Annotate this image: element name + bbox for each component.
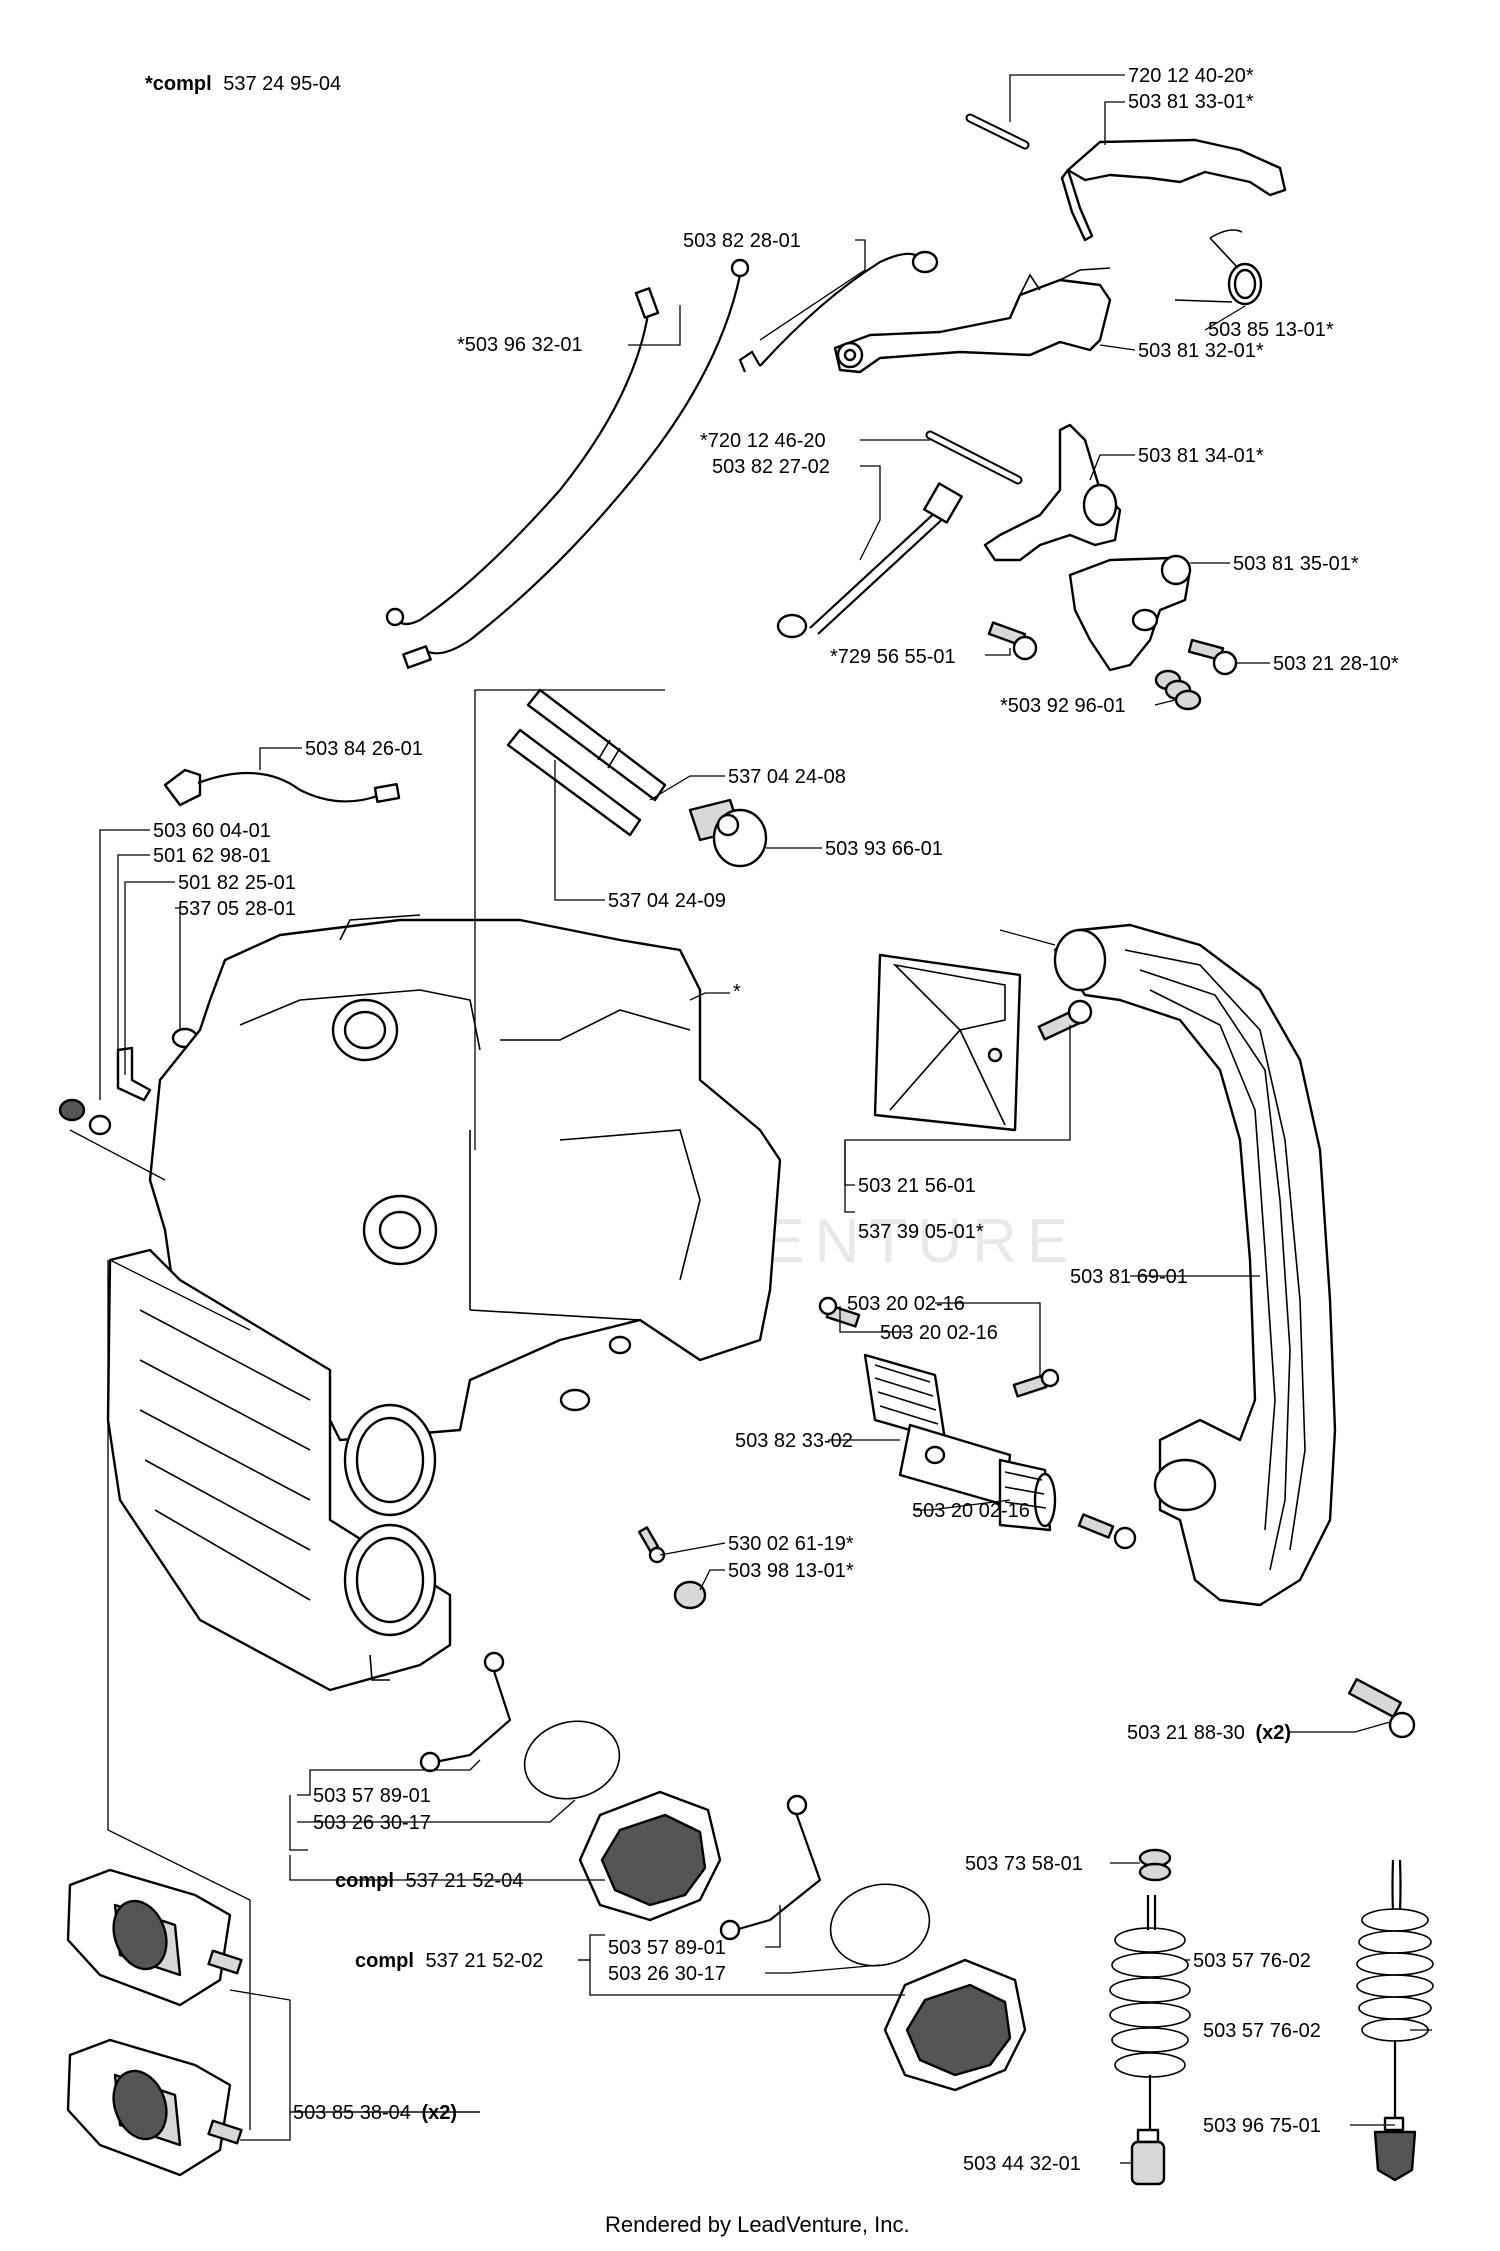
part-label: 503 57 89-01 [608,1937,726,1959]
part-label: 503 44 32-01 [963,2153,1081,2175]
leader-lines [99,74,1432,2164]
part-label: 501 82 25-01 [178,872,296,894]
tank-cap-assembly [419,1651,722,1922]
part-label: *720 12 46-20 [700,430,826,452]
part-label: 503 82 28-01 [683,230,801,252]
button-spring-part [1154,669,1202,711]
assembly-header: *compl 537 24 95-04 [145,73,341,95]
part-label: *503 92 96-01 [1000,695,1126,717]
short-wire-part [163,768,401,807]
part-label: 503 21 56-01 [858,1175,976,1197]
part-label: 503 81 34-01* [1138,445,1264,467]
part-label: 503 57 76-02 [1193,1950,1311,1972]
throttle-lockout-part [1060,138,1287,242]
cap-part [673,1580,707,1610]
part-label: 503 85 38-04 (x2) [293,2102,457,2124]
part-label: *729 56 55-01 [830,646,956,668]
part-label: 537 39 05-01* [858,1221,984,1243]
tank-cap-assembly [719,1794,1027,2092]
part-label: 503 57 76-02 [1203,2020,1321,2042]
part-label: 503 26 30-17 [313,1812,431,1834]
part-label: 503 60 04-01 [153,820,271,842]
part-label: 503 26 30-17 [608,1963,726,1985]
pivot-pin-part [925,430,1023,485]
screw-part [637,1526,666,1564]
grommet-part [1138,1848,1172,1882]
fuel-hose-part [506,688,667,837]
nut-part [58,1098,112,1136]
part-label: 537 05 28-01 [178,898,296,920]
throttle-trigger-part [833,267,1112,374]
part-label: 503 21 28-10* [1273,653,1399,675]
part-label: 503 21 88-30 (x2) [1127,1722,1291,1744]
part-label: 501 62 98-01 [153,845,271,867]
part-label: 503 81 32-01* [1138,340,1264,362]
part-labels: 720 12 40-20* 503 81 33-01* 503 82 28-01… [153,65,1399,2175]
part-label: * [733,981,741,1003]
part-label: 503 20 02-16 [912,1500,1030,1522]
compl-label: compl 537 21 52-02 [355,1950,543,1972]
throttle-rod-part [738,250,939,373]
av-element-part [66,2038,243,2177]
spring-part [1174,229,1263,306]
oil-filter-part [1373,2116,1417,2182]
part-label: 503 82 27-02 [712,456,830,478]
part-label: 503 57 89-01 [313,1785,431,1807]
pin-part [965,113,1030,150]
tank-front-cover [106,1248,452,1692]
part-label: 503 81 33-01* [1128,91,1254,113]
part-label: 503 85 13-01* [1208,319,1334,341]
part-label: 537 04 24-08 [728,766,846,788]
part-label: 503 96 75-01 [1203,2115,1321,2137]
part-label: 720 12 40-20* [1128,65,1254,87]
part-label: 503 81 69-01 [1070,1266,1188,1288]
av-element-part [66,1868,243,2007]
ignition-wire-part [385,258,750,669]
primer-bulb-part [688,798,768,868]
stop-lever-part [983,423,1122,562]
fuel-filter-part [1130,2128,1166,2186]
fuel-hose-coil-part [1109,1895,1191,2130]
part-label: 503 84 26-01 [305,738,423,760]
part-label: 503 20 02-16 [847,1293,965,1315]
part-label: 537 04 24-09 [608,890,726,912]
part-label: 503 82 33-02 [735,1430,853,1452]
part-label: 503 20 02-16 [880,1322,998,1344]
screw-part [987,621,1038,661]
compl-label: compl 537 21 52-04 [335,1870,523,1892]
part-label: 503 98 13-01* [728,1560,854,1582]
filter-tray-part [873,953,1022,1132]
front-handle-part [1053,923,1337,1607]
part-label: 503 93 66-01 [825,838,943,860]
screw-part [1037,999,1093,1041]
fuel-tank-housing-part [148,914,782,1442]
part-label: 503 81 35-01* [1233,553,1359,575]
part-label: 530 02 61-19* [728,1533,854,1555]
footer-credit: Rendered by LeadVenture, Inc. [605,2212,910,2237]
part-label: 503 73 58-01 [965,1853,1083,1875]
part-label: *503 96 32-01 [457,334,583,356]
handle-screw-part [1347,1677,1416,1739]
switch-bracket-part [1068,554,1192,672]
av-mount-part [818,1296,1137,1550]
screw-part [1187,638,1238,676]
oil-hose-coil-part [1356,1859,1434,2120]
choke-rod-part [776,482,963,639]
